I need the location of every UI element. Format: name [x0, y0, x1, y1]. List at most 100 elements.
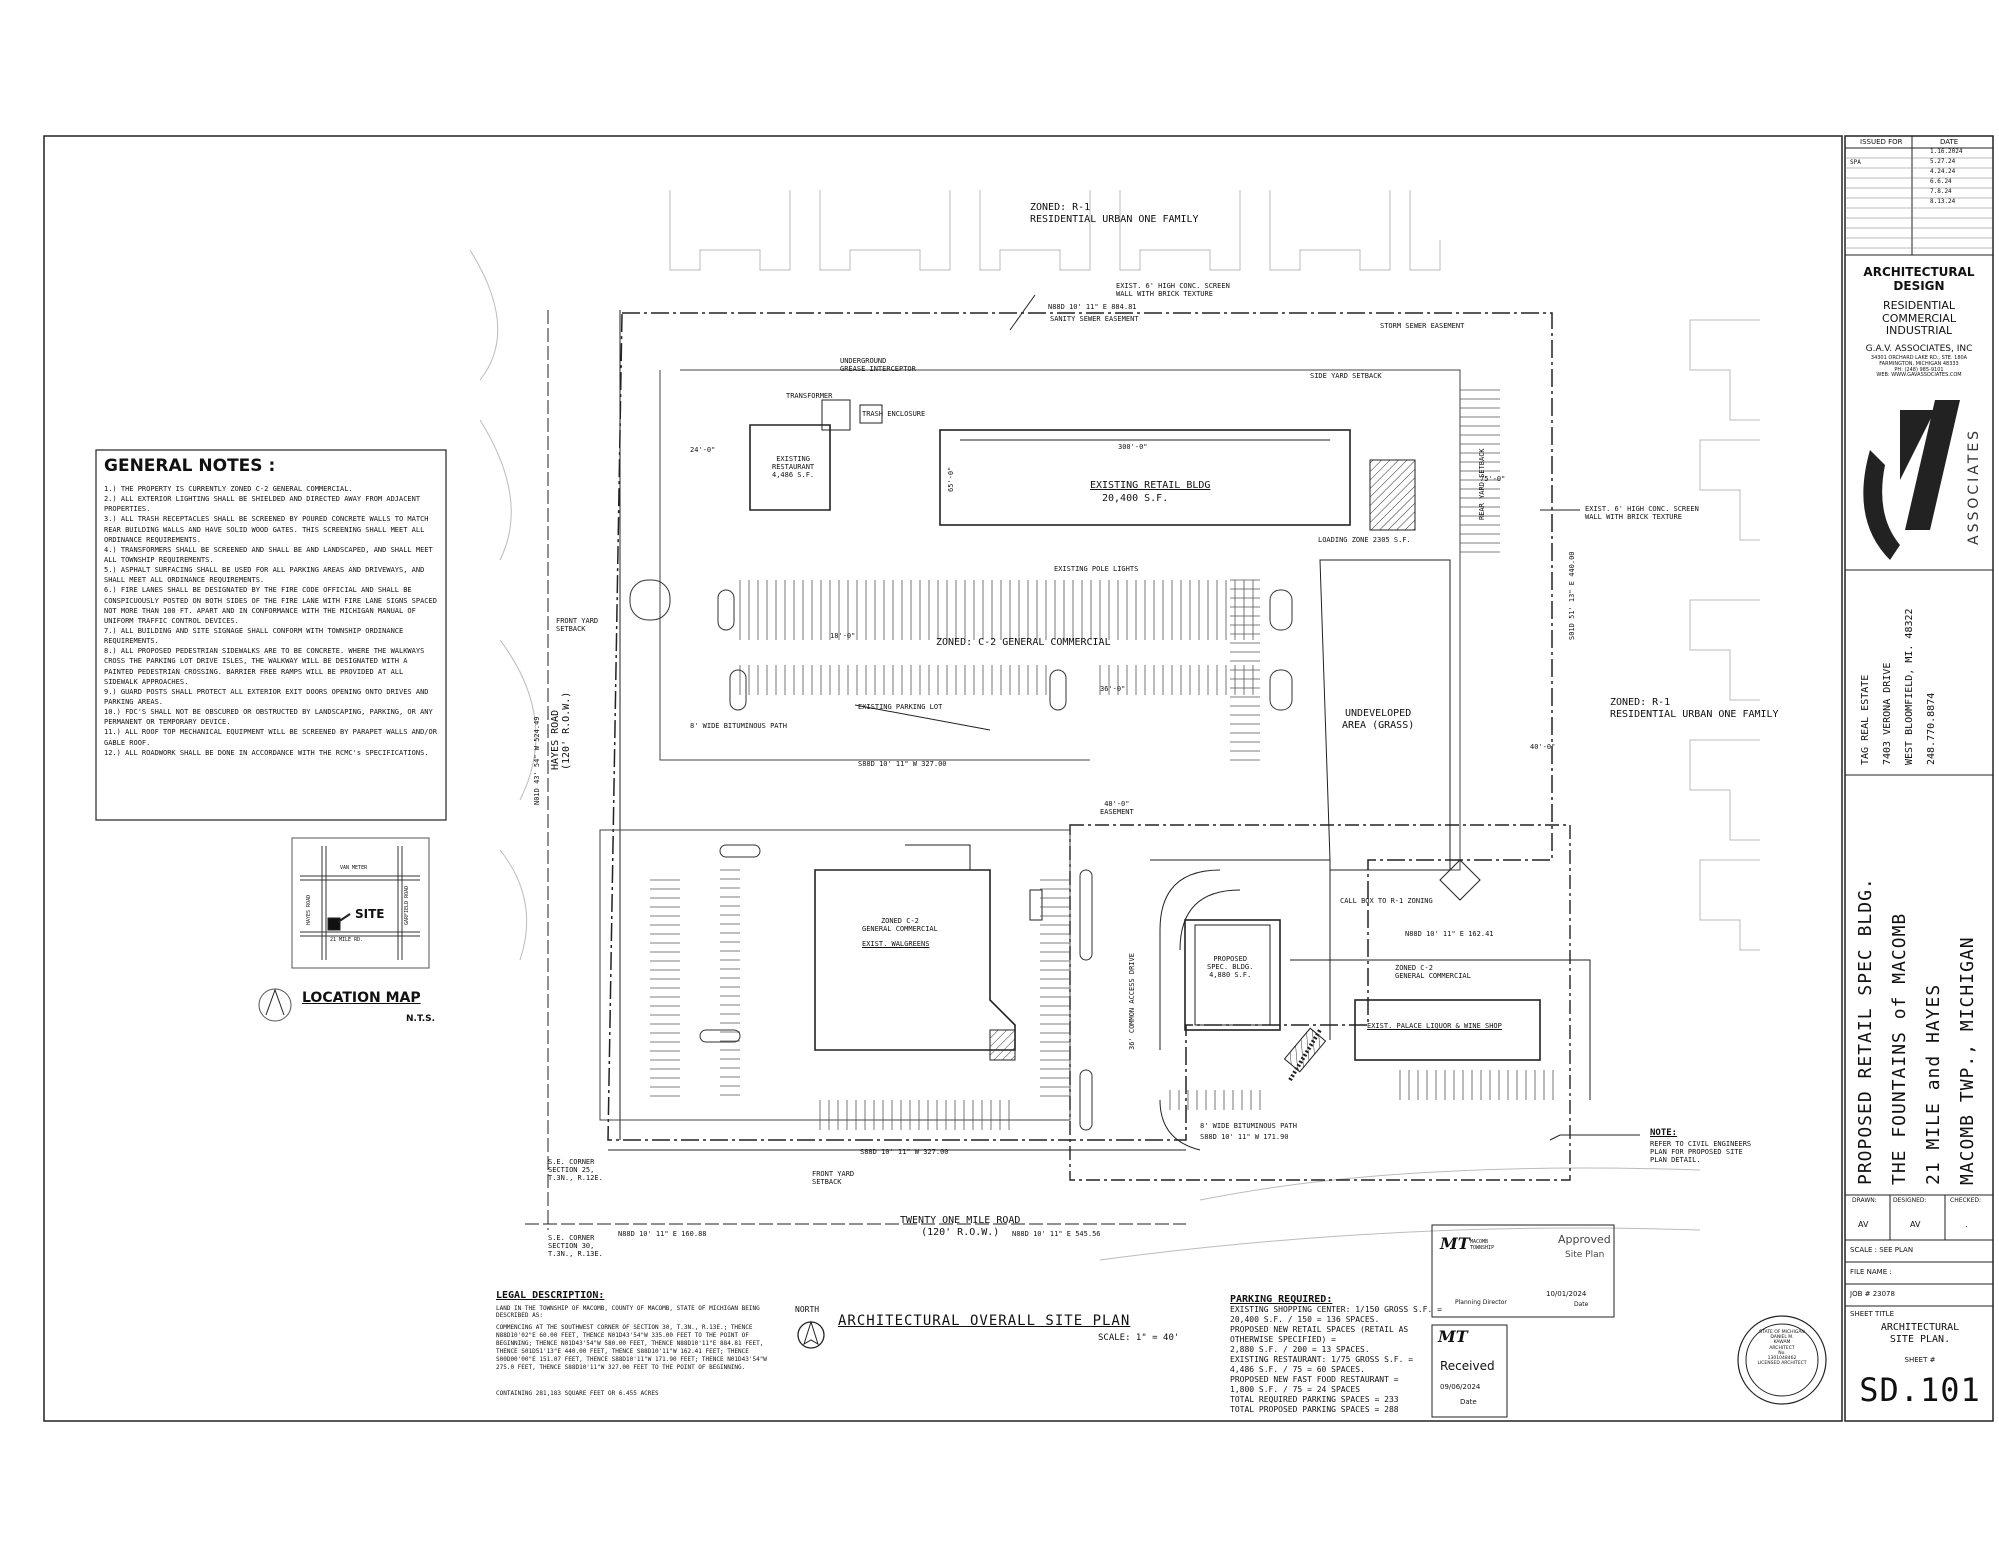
plan-scale: SCALE: 1" = 40' [1098, 1333, 1180, 1343]
parking-line: 20,400 S.F. / 150 = 136 SPACES. [1230, 1315, 1380, 1324]
dim-west-line: N01D 43' 54" W 524.49 [533, 716, 541, 805]
approved-date-label: Date [1574, 1301, 1589, 1308]
dim-75: 75'-0" [1480, 475, 1506, 483]
firm-heading: ARCHITECTURAL DESIGN [1863, 265, 1975, 293]
location-map-road-s: 21 MILE RD. [330, 937, 364, 943]
parking-line: EXISTING SHOPPING CENTER: 1/150 GROSS S.… [1230, 1305, 1442, 1314]
firm-logo-text: ASSOCIATES [1966, 427, 1982, 545]
project-line: MACOMB TWP., MICHIGAN [1957, 936, 1978, 1185]
parking-line: 4,486 S.F. / 75 = 60 SPACES. [1230, 1365, 1365, 1374]
project-line: THE FOUNTAINS of MACOMB [1889, 912, 1910, 1185]
bituminous-path-label: 8' WIDE BITUMINOUS PATH [690, 722, 787, 730]
front-yard-setback-a: FRONT YARD SETBACK [556, 617, 599, 634]
issue-date: 4.24.24 [1930, 168, 1956, 175]
note-title: NOTE: [1650, 1128, 1678, 1138]
firm-types: RESIDENTIAL COMMERCIAL INDUSTRIAL [1882, 299, 1956, 338]
firm-address: 34301 ORCHARD LAKE RD., STE. 180A FARMIN… [1870, 355, 1968, 379]
restaurant-label: EXISTING RESTAURANT 4,486 S.F. [772, 455, 815, 480]
sanitary-sewer-label: SANITY SEWER EASEMENT [1050, 315, 1139, 323]
location-map-site: SITE [355, 907, 385, 921]
general-note-item: 3.) ALL TRASH RECEPTACLES SHALL BE SCREE… [104, 515, 429, 544]
dim-spec-line: N88D 10' 11" E 162.41 [1405, 930, 1494, 938]
general-note-item: 9.) GUARD POSTS SHALL PROTECT ALL EXTERI… [104, 687, 429, 706]
general-note-item: 8.) ALL PROPOSED PEDESTRIAN SIDEWALKS AR… [104, 647, 425, 686]
property-boundary [607, 312, 1553, 1141]
issue-date: 7.8.24 [1930, 188, 1952, 195]
client-line: TAG REAL ESTATE [1860, 674, 1871, 765]
general-note-item: 7.) ALL BUILDING AND SITE SIGNAGE SHALL … [104, 626, 404, 646]
dim-north-line: N88D 10' 11" E 884.81 [1048, 303, 1137, 311]
client-line: 248.770.8874 [1926, 692, 1937, 765]
issue-date: 5.27.24 [1930, 158, 1956, 165]
plan-title: ARCHITECTURAL OVERALL SITE PLAN [838, 1313, 1131, 1329]
trash-enclosure-label: TRASH ENCLOSURE [862, 410, 926, 418]
hayes-road-label: HAYES ROAD (120' R.O.W.) [550, 691, 572, 770]
township-logo: MT [1440, 1234, 1470, 1253]
parking-line: 2,880 S.F. / 200 = 13 SPACES. [1230, 1345, 1370, 1354]
walgreens-label: EXIST. WALGREENS [862, 940, 930, 948]
screen-wall-north-label: EXIST. 6' HIGH CONC. SCREEN WALL WITH BR… [1116, 282, 1230, 299]
dim-18: 18'-0" [830, 632, 856, 640]
general-notes-title: GENERAL NOTES : [104, 456, 276, 476]
general-note-item: 1.) THE PROPERTY IS CURRENTLY ZONED C-2 … [104, 485, 353, 493]
existing-parking-lot-label: EXISTING PARKING LOT [858, 703, 943, 711]
easement-label: 48'-0" EASEMENT [1100, 800, 1134, 817]
general-notes: GENERAL NOTES : 1.) THE PROPERTY IS CURR… [104, 456, 438, 758]
access-drive-label: 36' COMMON ACCESS DRIVE [1128, 953, 1136, 1050]
sheet-number-label: SHEET # [1904, 1356, 1936, 1364]
approved-date: 10/01/2024 [1546, 1290, 1587, 1298]
general-note-item: 12.) ALL ROADWORK SHALL BE DONE IN ACCOR… [104, 748, 429, 757]
approved-stamp: Approved [1558, 1233, 1611, 1246]
twenty-one-mile-road-label: TWENTY ONE MILE ROAD (120' R.O.W.) [900, 1215, 1021, 1238]
storm-sewer-label: STORM SEWER EASEMENT [1380, 322, 1465, 330]
dim-36: 36'-0" [1100, 685, 1126, 693]
zoning-walgreens: ZONED C-2 GENERAL COMMERCIAL [862, 917, 938, 934]
pole-lights-label: EXISTING POLE LIGHTS [1054, 565, 1139, 573]
se-corner-section-30: S.E. CORNER SECTION 30, T.3N., R.13E. [548, 1234, 603, 1259]
se-corner-section-25: S.E. CORNER SECTION 25, T.3N., R.12E. [548, 1158, 603, 1183]
parking-required: PARKING REQUIRED: EXISTING SHOPPING CENT… [1230, 1294, 1442, 1415]
transformer-label: TRANSFORMER [786, 392, 833, 400]
dim-40: 40'-0" [1530, 743, 1556, 751]
screen-wall-east-label: EXIST. 6' HIGH CONC. SCREEN WALL WITH BR… [1585, 505, 1699, 522]
sheet-title-label: SHEET TITLE [1850, 1310, 1894, 1318]
drawn-value: AV [1858, 1220, 1869, 1229]
job-number: JOB # 23078 [1850, 1290, 1895, 1298]
received-logo: MT [1438, 1327, 1468, 1346]
project-line: PROPOSED RETAIL SPEC BLDG. [1855, 877, 1876, 1185]
liquor-store-label: EXIST. PALACE LIQUOR & WINE SHOP [1367, 1022, 1502, 1030]
zoning-east: ZONED: R-1 RESIDENTIAL URBAN ONE FAMILY [1610, 697, 1779, 720]
zoning-liquor: ZONED C-2 GENERAL COMMERCIAL [1395, 964, 1471, 981]
drawn-label: DRAWN: [1852, 1197, 1877, 1204]
legal-description-intro: LAND IN THE TOWNSHIP OF MACOMB, COUNTY O… [496, 1305, 760, 1319]
general-notes-list: 1.) THE PROPERTY IS CURRENTLY ZONED C-2 … [104, 484, 438, 758]
north-label: NORTH [795, 1305, 820, 1314]
date-header: DATE [1940, 138, 1959, 146]
general-note-item: 6.) FIRE LANES SHALL BE DESIGNATED BY TH… [104, 586, 437, 625]
general-note-item: 5.) ASPHALT SURFACING SHALL BE USED FOR … [104, 566, 425, 585]
retail-building-label: EXISTING RETAIL BLDG [1090, 480, 1211, 491]
parking-line: OTHERWISE SPECIFIED) = [1230, 1335, 1336, 1344]
general-note-item: 2.) ALL EXTERIOR LIGHTING SHALL BE SHIEL… [104, 495, 421, 514]
parking-lines: EXISTING SHOPPING CENTER: 1/150 GROSS S.… [1230, 1305, 1442, 1415]
dim-east-line: S01D 51' 13" E 440.00 [1568, 551, 1576, 640]
received-date-label: Date [1460, 1398, 1477, 1406]
side-yard-setback-label: SIDE YARD SETBACK [1310, 372, 1382, 380]
retail-building-area: 20,400 S.F. [1102, 493, 1169, 504]
client-line: WEST BLOOMFIELD, MI. 48322 [1904, 608, 1915, 765]
zoning-center: ZONED: C-2 GENERAL COMMERCIAL [936, 637, 1111, 648]
undeveloped-area-label: UNDEVELOPED AREA (GRASS) [1342, 708, 1415, 731]
title-block-frame [1844, 135, 1994, 1422]
zoning-north: ZONED: R-1 RESIDENTIAL URBAN ONE FAMILY [1030, 202, 1199, 225]
dim-mid-line: S88D 10' 11" W 327.00 [858, 760, 947, 768]
call-box-label: CALL BOX TO R-1 ZONING [1340, 897, 1433, 905]
parking-line: 1,800 S.F. / 75 = 24 SPACES [1230, 1385, 1361, 1394]
sheet-border [43, 135, 1843, 1422]
legal-description-area: CONTAINING 281,183 SQUARE FEET OR 6.455 … [496, 1390, 659, 1397]
checked-value: . [1965, 1220, 1968, 1229]
dim-retail-length: 300'-0" [1118, 443, 1148, 451]
parking-line: PROPOSED NEW RETAIL SPACES (RETAIL AS [1230, 1325, 1409, 1334]
grease-interceptor-label: UNDERGROUND GREASE INTERCEPTOR [840, 357, 916, 374]
general-note-item: 4.) TRANSFORMERS SHALL BE SCREENED AND S… [104, 545, 433, 564]
